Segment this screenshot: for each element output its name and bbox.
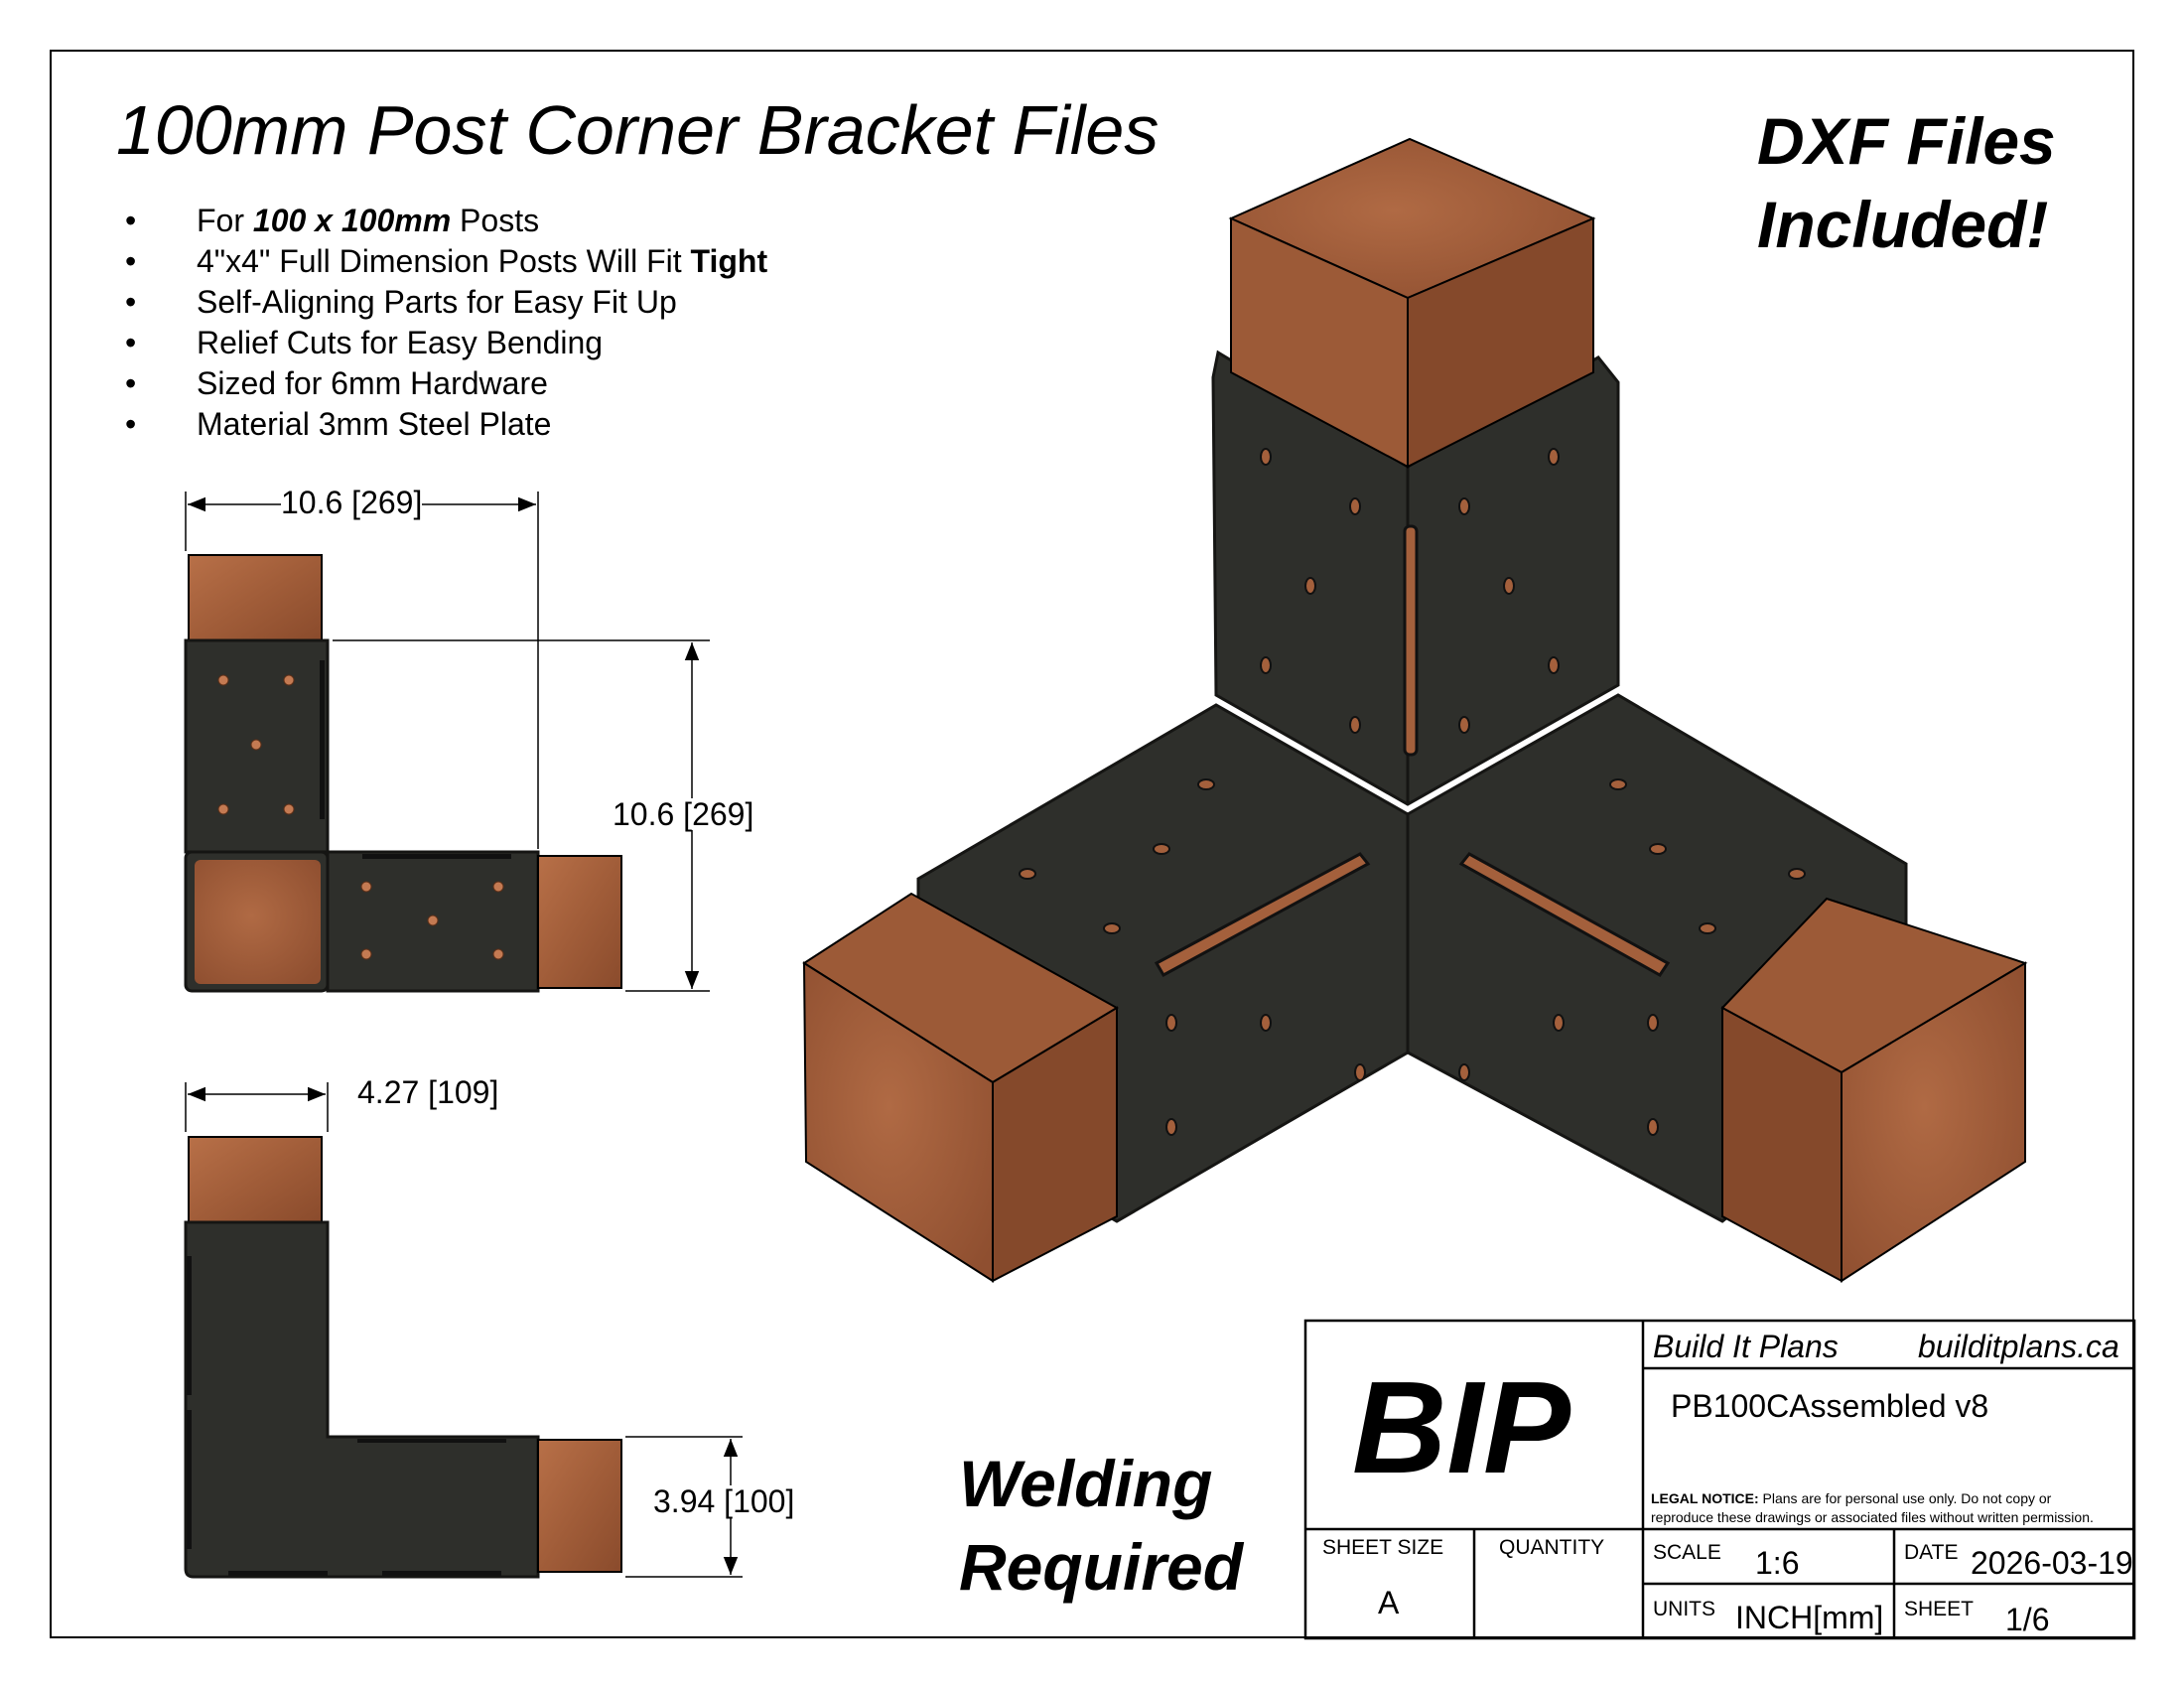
scale-label: SCALE bbox=[1653, 1541, 1721, 1564]
dxf-note-line-1: DXF Files bbox=[1757, 104, 2056, 178]
side-view-slots bbox=[187, 1256, 506, 1576]
company-name: Build It Plans bbox=[1653, 1329, 1839, 1364]
dxf-included-note: DXF Files Included! bbox=[1757, 99, 2095, 266]
welding-note-line-2: Required bbox=[959, 1530, 1244, 1604]
side-view-post-up bbox=[188, 1136, 323, 1223]
legal-notice-line-2: reproduce these drawings or associated f… bbox=[1651, 1509, 2094, 1525]
feature-text: 4"x4" Full Dimension Posts Will Fit bbox=[197, 243, 691, 279]
feature-text: Sized for 6mm Hardware bbox=[197, 365, 548, 401]
top-view-slot-h bbox=[362, 854, 511, 859]
side-view-post-right bbox=[537, 1439, 622, 1573]
iso-post-left-side bbox=[992, 1006, 1118, 1283]
iso-post-right-side bbox=[1721, 1006, 1843, 1283]
feature-item: Sized for 6mm Hardware bbox=[121, 363, 767, 404]
legal-notice: LEGAL NOTICE: Plans are for personal use… bbox=[1651, 1489, 2094, 1527]
welding-note-line-1: Welding bbox=[959, 1447, 1213, 1520]
dim-label-top-height: 10.6 [269] bbox=[613, 796, 754, 832]
feature-text-suffix: Posts bbox=[451, 203, 540, 238]
iso-post-top-right bbox=[1407, 216, 1594, 469]
feature-text: Material 3mm Steel Plate bbox=[197, 406, 552, 442]
top-view-post-end bbox=[195, 860, 321, 984]
feature-item: Material 3mm Steel Plate bbox=[121, 404, 767, 445]
units-value: INCH[mm] bbox=[1735, 1600, 1884, 1635]
date-label: DATE bbox=[1904, 1541, 1959, 1564]
part-name: PB100CAssembled v8 bbox=[1671, 1388, 1989, 1424]
feature-text: For bbox=[197, 203, 253, 238]
top-view-bolt-holes bbox=[217, 674, 504, 960]
company-logo-text: BIP bbox=[1352, 1354, 1571, 1500]
top-view-slot-v bbox=[320, 660, 325, 819]
feature-text: Relief Cuts for Easy Bending bbox=[197, 325, 604, 360]
top-view-post-right bbox=[537, 855, 622, 989]
feature-emphasis: Tight bbox=[690, 243, 768, 279]
dim-label-top-width: 10.6 [269] bbox=[281, 485, 423, 520]
quantity-label: QUANTITY bbox=[1499, 1536, 1605, 1559]
welding-required-note: Welding Required bbox=[959, 1442, 1243, 1609]
feature-emphasis: 100 x 100mm bbox=[252, 203, 452, 238]
feature-item: 4"x4" Full Dimension Posts Will Fit Tigh… bbox=[121, 241, 767, 282]
page-title: 100mm Post Corner Bracket Files bbox=[116, 91, 1160, 169]
iso-relief-slots bbox=[1154, 524, 1671, 978]
sheet-size-label: SHEET SIZE bbox=[1322, 1536, 1444, 1559]
sheet-size-value: A bbox=[1378, 1585, 1400, 1620]
legal-notice-line-1: Plans are for personal use only. Do not … bbox=[1758, 1490, 2052, 1506]
side-view bbox=[184, 1082, 743, 1579]
date-value: 2026-03-19 bbox=[1971, 1545, 2133, 1581]
top-view-post-up bbox=[188, 554, 323, 641]
sheet-label: SHEET bbox=[1904, 1598, 1975, 1620]
legal-notice-label: LEGAL NOTICE: bbox=[1651, 1490, 1759, 1506]
scale-value: 1:6 bbox=[1755, 1545, 1800, 1581]
feature-item: Self-Aligning Parts for Easy Fit Up bbox=[121, 282, 767, 323]
title-block bbox=[1303, 1319, 2136, 1640]
company-website[interactable]: builditplans.ca bbox=[1918, 1329, 2119, 1364]
iso-bolt-holes bbox=[1019, 448, 1806, 1136]
dim-label-side-width: 4.27 [109] bbox=[357, 1074, 499, 1110]
drawing-border bbox=[50, 50, 2134, 1638]
sheet-number: 1/6 bbox=[2005, 1602, 2050, 1637]
feature-item: Relief Cuts for Easy Bending bbox=[121, 323, 767, 363]
dxf-note-line-2: Included! bbox=[1757, 188, 2049, 261]
feature-item: For 100 x 100mm Posts bbox=[121, 201, 767, 241]
units-label: UNITS bbox=[1653, 1598, 1715, 1620]
dim-label-side-height: 3.94 [100] bbox=[653, 1483, 795, 1519]
side-view-bracket bbox=[184, 1220, 540, 1579]
top-view bbox=[184, 492, 710, 993]
isometric-view bbox=[802, 137, 2028, 1283]
feature-text: Self-Aligning Parts for Easy Fit Up bbox=[197, 284, 677, 320]
feature-list: For 100 x 100mm Posts4"x4" Full Dimensio… bbox=[121, 201, 767, 445]
